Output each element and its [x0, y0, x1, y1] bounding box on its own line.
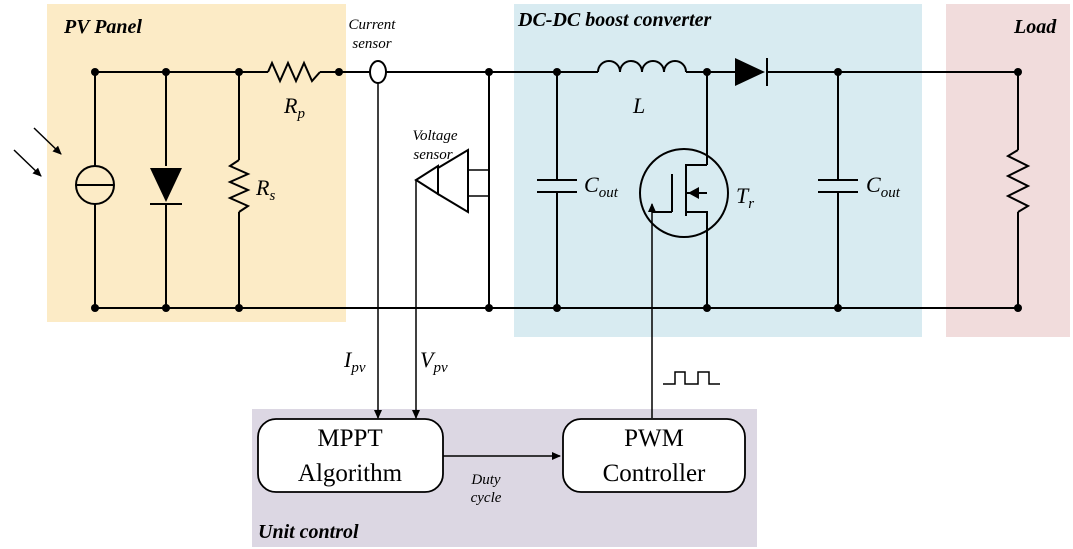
current-sensor-label: Current: [349, 17, 397, 33]
junction-dots: [91, 68, 1022, 312]
load-title: Load: [1013, 16, 1057, 38]
light-arrow-icon: [33, 127, 62, 155]
duty-cycle-label: cycle: [471, 490, 502, 506]
mppt-block: [257, 418, 444, 493]
inductor-label: L: [632, 93, 645, 118]
voltage-sensor-tip-icon: [414, 164, 439, 196]
light-arrow-icon: [13, 149, 42, 177]
boost-converter-title: DC-DC boost converter: [517, 9, 712, 31]
mppt-block-subtitle: Algorithm: [298, 460, 403, 487]
pwm-block-subtitle: Controller: [603, 460, 706, 487]
source-lead: [686, 211, 708, 308]
transistor-label: Tr: [736, 183, 754, 212]
pwm-waveform-icon: [663, 371, 720, 385]
voltage-sensor-label: Voltage: [413, 128, 458, 144]
boost-diode-icon: [735, 58, 765, 86]
current-sensor-label: sensor: [352, 36, 391, 52]
pwm-block-title: PWM: [624, 425, 684, 452]
current-sensor-icon: [369, 60, 387, 84]
mppt-block-title: MPPT: [317, 425, 382, 452]
cout-output-label: Cout: [866, 172, 901, 201]
pv-panel-region: [47, 4, 346, 322]
rs-label: Rs: [255, 175, 275, 204]
ipv-label: Ipv: [343, 347, 366, 376]
resistor-rp: [267, 60, 321, 84]
boost-converter-region: [514, 4, 922, 337]
transistor-icon: [639, 148, 729, 238]
vpv-label: Vpv: [420, 347, 448, 376]
unit-control-title: Unit control: [258, 521, 359, 543]
pv-diode-icon: [150, 168, 182, 202]
duty-cycle-label: Duty: [470, 472, 501, 488]
cout-input-label: Cout: [584, 172, 619, 201]
load-region: [946, 4, 1070, 337]
voltage-sensor-label: sensor: [413, 147, 452, 163]
pv-panel-title: PV Panel: [63, 16, 142, 38]
pwm-block: [562, 418, 746, 493]
inductor-coil: [597, 60, 687, 73]
load-resistor-icon: [1005, 149, 1031, 213]
resistor-rs: [227, 159, 251, 213]
rp-label: Rp: [283, 93, 305, 122]
body-arrow-icon: [688, 187, 699, 199]
